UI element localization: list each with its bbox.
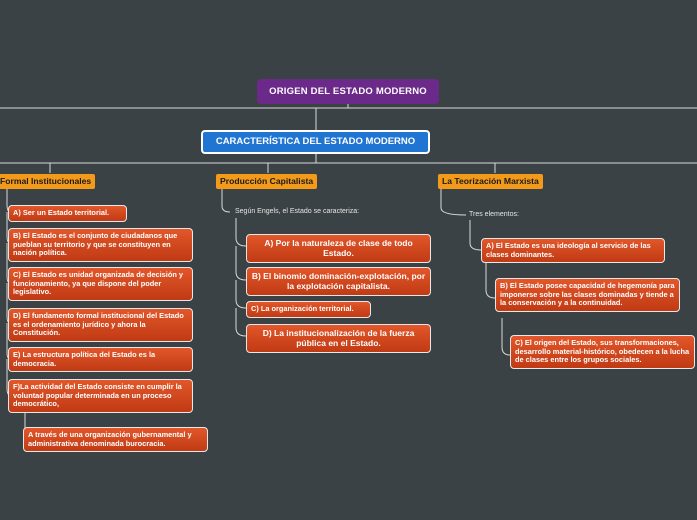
- note-engels: Según Engels, el Estado se caracteriza:: [235, 208, 360, 215]
- leaf-formal-c[interactable]: C) El Estado es unidad organizada de dec…: [8, 267, 193, 301]
- branch-formal-institucionales[interactable]: Formal Institucionales: [0, 174, 96, 189]
- leaf-formal-f[interactable]: F)La actividad del Estado consiste en cu…: [8, 379, 193, 413]
- branch-produccion-capitalista[interactable]: Producción Capitalista: [216, 174, 318, 189]
- leaf-formal-e[interactable]: E) La estructura política del Estado es …: [8, 347, 193, 373]
- leaf-capitalista-d[interactable]: D) La institucionalización de la fuerza …: [246, 324, 431, 353]
- leaf-formal-d[interactable]: D) El fundamento formal institucional de…: [8, 308, 193, 342]
- root-node[interactable]: ORIGEN DEL ESTADO MODERNO: [257, 79, 439, 104]
- leaf-capitalista-c[interactable]: C) La organización territorial.: [246, 301, 371, 318]
- leaf-marxista-a[interactable]: A) El Estado es una ideología al servici…: [481, 238, 665, 264]
- leaf-formal-b[interactable]: B) El Estado es el conjunto de ciudadano…: [8, 228, 193, 262]
- leaf-capitalista-b[interactable]: B) El binomio dominación-explotación, po…: [246, 267, 431, 296]
- leaf-formal-burocracia[interactable]: A través de una organización gubernament…: [23, 427, 208, 453]
- note-tres-elementos: Tres elementos:: [469, 211, 519, 218]
- leaf-formal-a[interactable]: A) Ser un Estado territorial.: [8, 205, 127, 222]
- leaf-marxista-b[interactable]: B) El Estado posee capacidad de hegemoní…: [495, 278, 680, 312]
- leaf-marxista-c[interactable]: C) El origen del Estado, sus transformac…: [510, 335, 695, 369]
- subtopic-node[interactable]: CARACTERÍSTICA DEL ESTADO MODERNO: [201, 130, 430, 154]
- leaf-capitalista-a[interactable]: A) Por la naturaleza de clase de todo Es…: [246, 234, 431, 263]
- branch-teorizacion-marxista[interactable]: La Teorización Marxista: [438, 174, 543, 189]
